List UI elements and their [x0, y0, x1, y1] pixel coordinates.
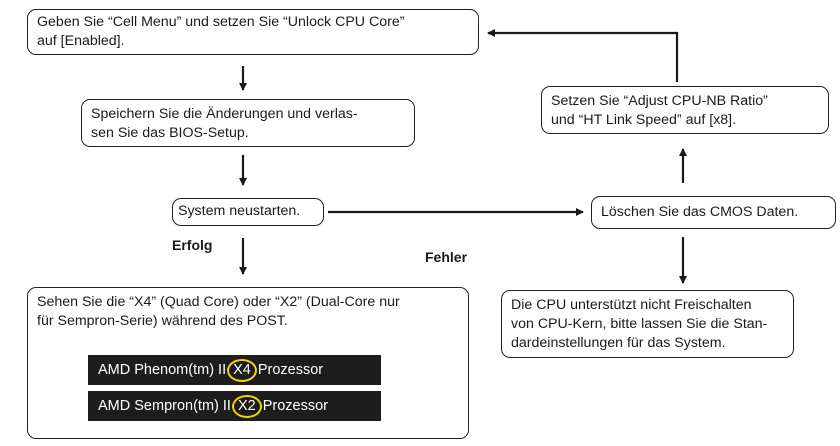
step-set-ratio-line-1: Setzen Sie “Adjust CPU-NB Ratio” — [551, 93, 768, 109]
edge-label-success: Erfolg — [172, 237, 213, 253]
step-cell-menu-line-1: Geben Sie “Cell Menu” und setzen Sie “Un… — [37, 14, 405, 30]
step-restart: System neustarten. — [172, 198, 324, 226]
step-set-ratio-line-2: und “HT Link Speed” auf [x8]. — [551, 112, 737, 128]
edge-label-failure: Fehler — [425, 249, 468, 265]
step-unsupported-line-3: dardeinstellungen für das System. — [511, 335, 726, 351]
step-save-exit-line-2: sen Sie das BIOS-Setup. — [91, 125, 249, 141]
step-unsupported-line-1: Die CPU unterstützt nicht Freischalten — [511, 297, 752, 313]
step-unsupported: Die CPU unterstützt nicht Freischalten v… — [501, 290, 794, 358]
step-check-post-line-2: für Sempron-Serie) während des POST. — [37, 313, 288, 329]
step-clear-cmos-label: Löschen Sie das CMOS Daten. — [601, 204, 799, 220]
post-screen-sempron-suffix: Prozessor — [262, 398, 328, 414]
step-clear-cmos: Löschen Sie das CMOS Daten. — [591, 196, 836, 229]
core-count-highlight: X4 — [227, 359, 257, 382]
step-check-post-line-1: Sehen Sie die “X4” (Quad Core) oder “X2”… — [37, 294, 400, 310]
post-screen-phenom-prefix: AMD Phenom(tm) II — [98, 362, 227, 378]
post-screen-sempron-prefix: AMD Sempron(tm) II — [98, 398, 231, 414]
step-save-exit-line-1: Speichern Sie die Änderungen und verlas- — [91, 106, 358, 122]
core-count-highlight: X2 — [231, 395, 262, 418]
step-restart-label: System neustarten. — [178, 203, 301, 219]
step-save-exit: Speichern Sie die Änderungen und verlas-… — [81, 99, 415, 147]
post-screen-phenom-suffix: Prozessor — [257, 362, 324, 378]
step-unsupported-line-2: von CPU-Kern, bitte lassen Sie die Stan- — [511, 316, 768, 332]
step-set-ratio: Setzen Sie “Adjust CPU-NB Ratio” und “HT… — [541, 86, 829, 134]
step-cell-menu: Geben Sie “Cell Menu” und setzen Sie “Un… — [27, 9, 479, 55]
step-cell-menu-line-2: auf [Enabled]. — [37, 33, 125, 49]
arrow-ratio-to-cell — [487, 29, 679, 82]
